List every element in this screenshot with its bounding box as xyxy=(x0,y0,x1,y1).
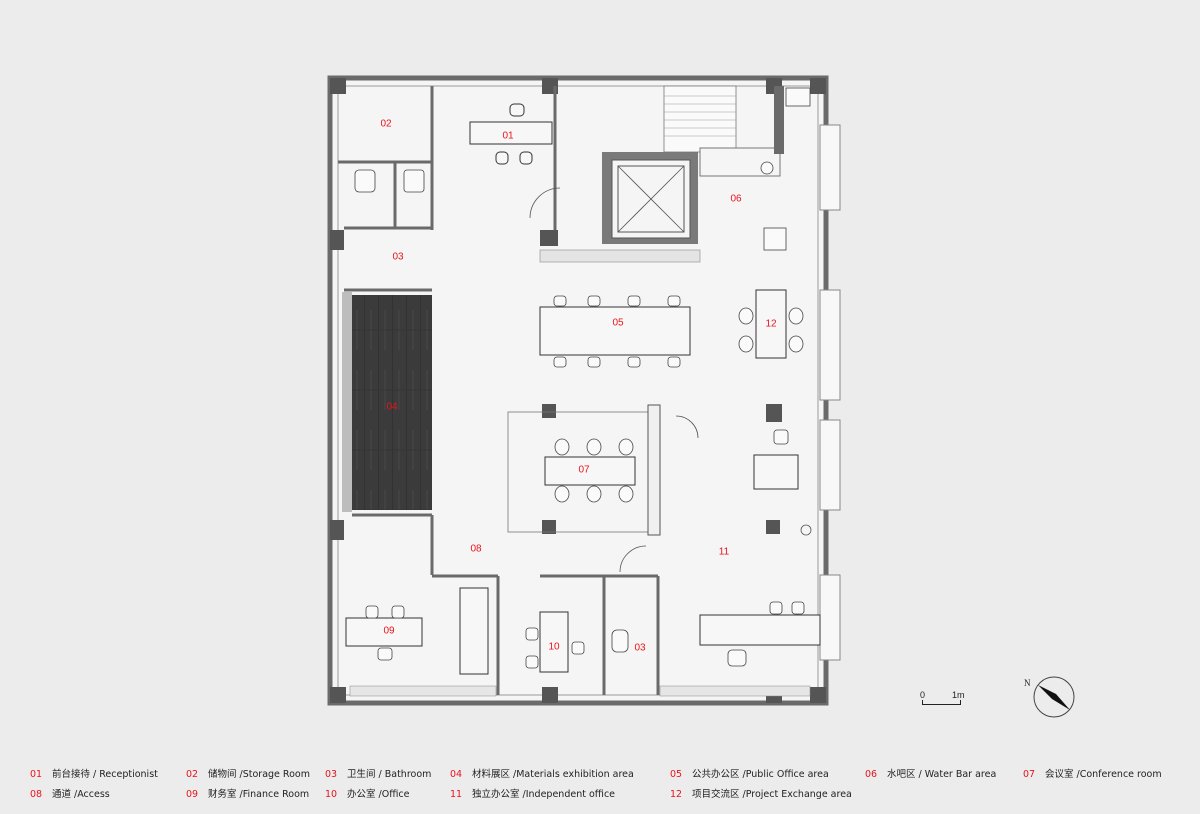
exhibition-wall-strip xyxy=(342,292,352,512)
finance-room-furniture xyxy=(345,605,423,661)
window-bays xyxy=(819,124,841,661)
scale-bar: 0 1m xyxy=(918,690,978,710)
room-label-07: 07 xyxy=(578,465,590,476)
door-swing xyxy=(675,415,699,439)
exchange-table xyxy=(738,289,804,359)
stair-core xyxy=(539,85,784,263)
office-furniture xyxy=(525,611,585,673)
room-label-06: 06 xyxy=(730,194,742,205)
independent-office xyxy=(699,429,821,667)
scale-zero: 0 xyxy=(920,690,926,700)
room-label-03: 03 xyxy=(392,252,404,263)
room-label-11: 11 xyxy=(719,547,730,558)
scale-tick xyxy=(960,700,961,705)
room-label-09: 09 xyxy=(383,626,395,637)
scale-line xyxy=(922,704,960,705)
room-labels: 01 02 03 04 05 06 07 08 09 10 11 12 03 xyxy=(380,119,777,654)
access-sofa xyxy=(459,587,489,675)
room-label-03-b: 03 xyxy=(634,643,646,654)
columns xyxy=(330,78,826,703)
public-office-table xyxy=(539,295,691,368)
water-bar xyxy=(760,87,811,251)
interior-walls xyxy=(338,86,660,695)
room-label-05: 05 xyxy=(612,318,624,329)
south-bench xyxy=(659,685,811,697)
north-label: N xyxy=(1024,678,1031,688)
north-arrow-icon: N xyxy=(1020,672,1076,722)
south-bench xyxy=(349,685,497,697)
room-label-10: 10 xyxy=(548,642,560,653)
exhibition-floor xyxy=(352,295,432,510)
bathroom-fixtures xyxy=(354,169,629,653)
room-label-12: 12 xyxy=(765,319,777,330)
door-swing xyxy=(529,187,561,219)
room-label-04: 04 xyxy=(386,402,398,413)
room-label-08: 08 xyxy=(470,544,482,555)
scale-unit: 1m xyxy=(952,690,965,700)
door-swing xyxy=(619,545,647,573)
room-label-01: 01 xyxy=(502,131,514,142)
reception-desk xyxy=(469,103,553,165)
scale-tick xyxy=(922,700,923,705)
room-label-02: 02 xyxy=(380,119,392,130)
conference-room xyxy=(507,404,661,536)
